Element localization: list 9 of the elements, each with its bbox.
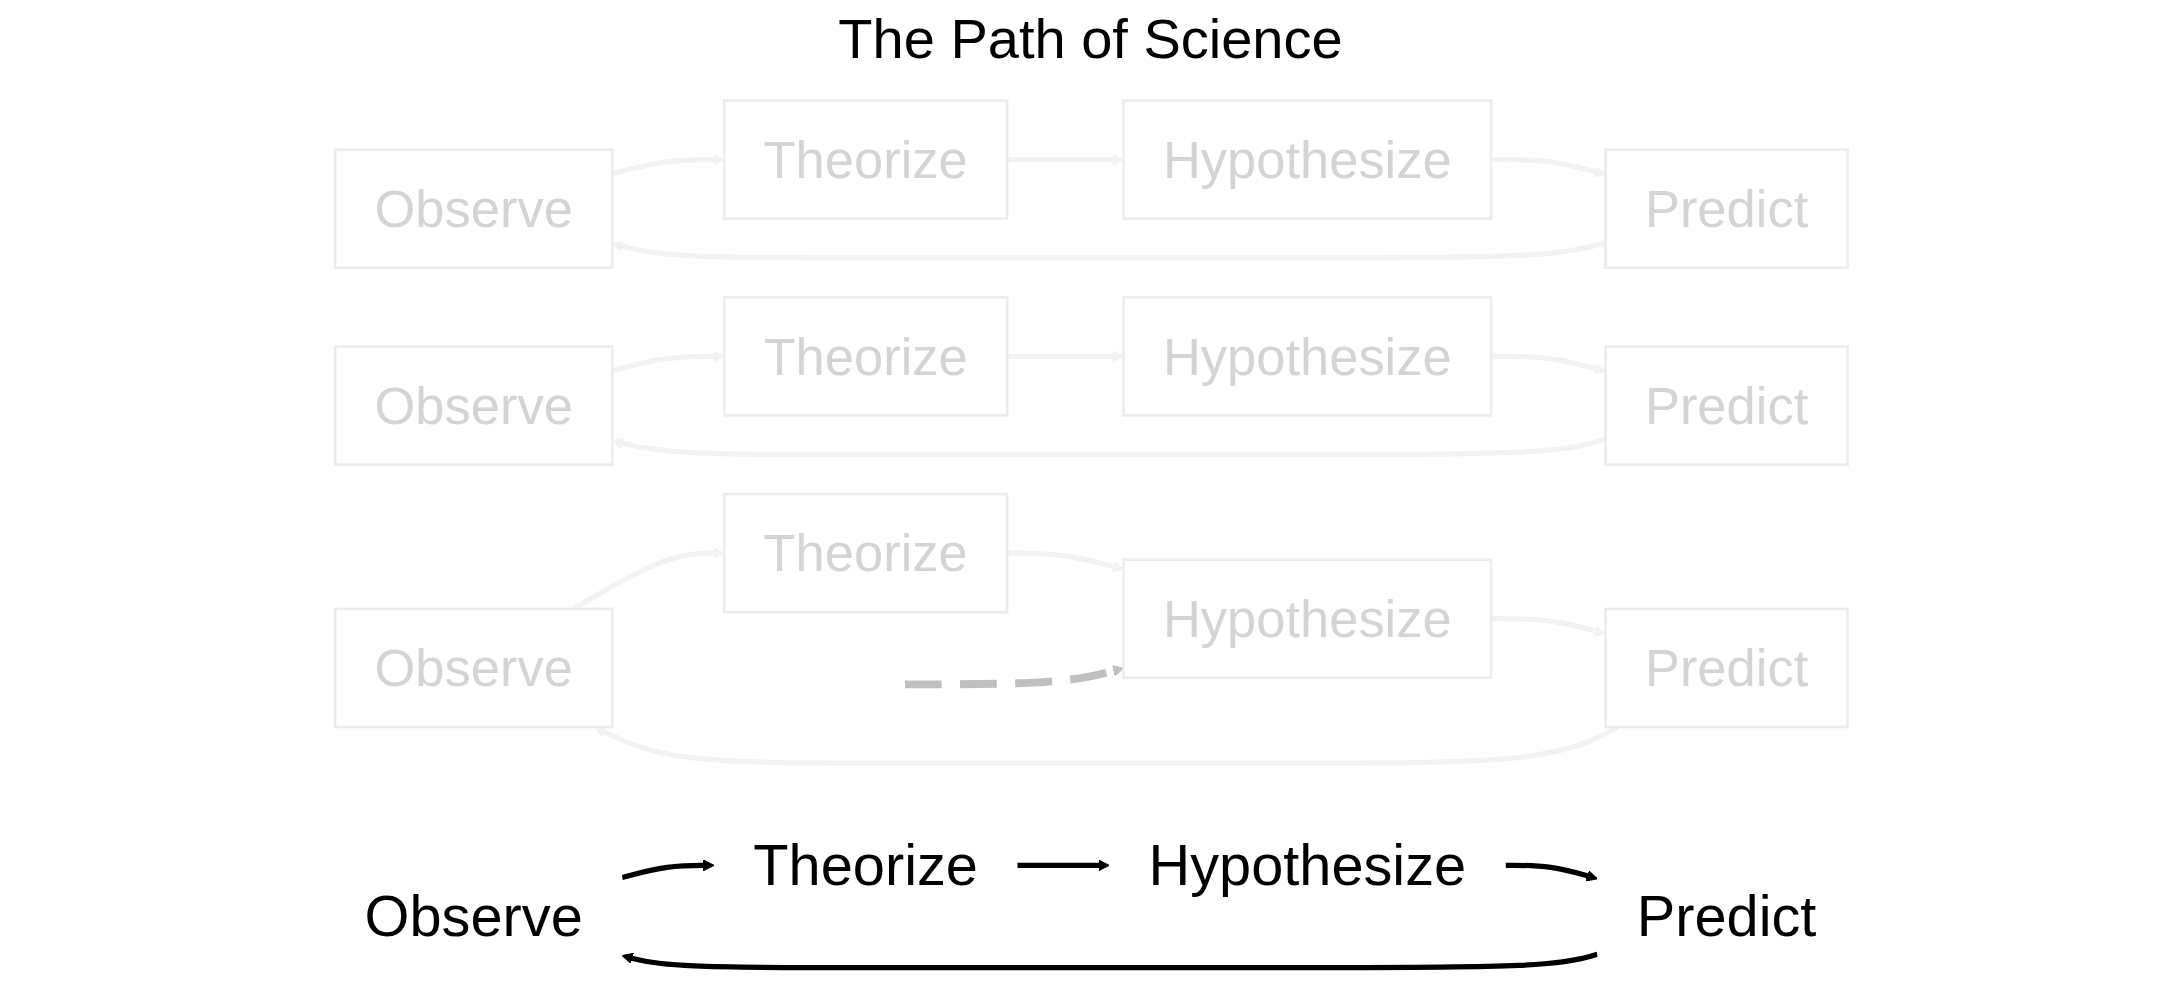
arrow <box>1505 862 1598 882</box>
arrow <box>621 859 715 880</box>
node-text: Hypothesize <box>1148 832 1467 897</box>
node-text: Observe <box>364 883 583 949</box>
arrow <box>621 951 1599 971</box>
arrow <box>1017 859 1110 872</box>
diagram-title: The Path of Science <box>837 6 1344 71</box>
node-text: Theorize <box>753 832 978 897</box>
node-text: Predict <box>1636 883 1817 949</box>
